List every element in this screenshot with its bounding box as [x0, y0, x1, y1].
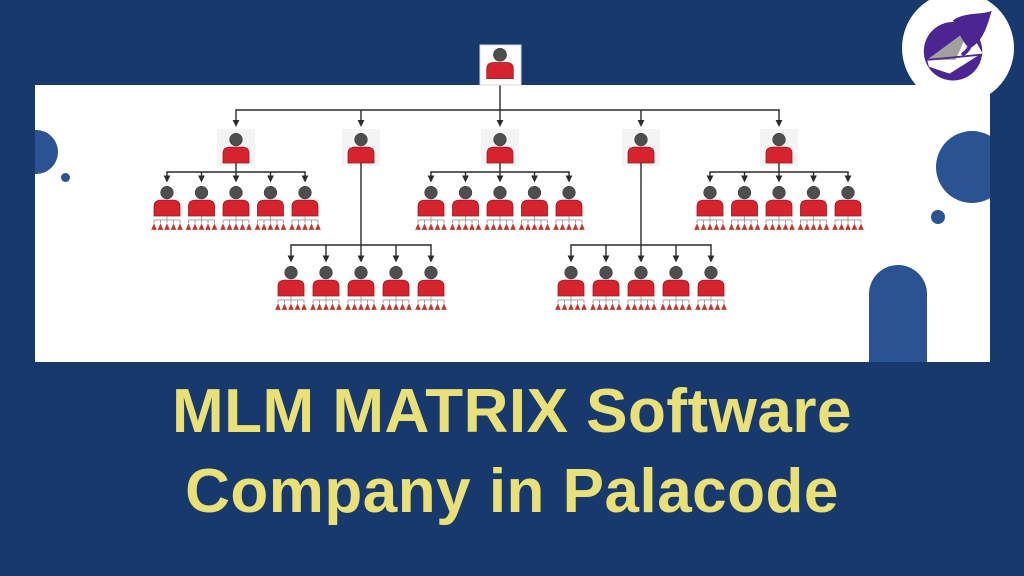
title-line-2: Company in Palacode [185, 457, 839, 526]
decor-dot-left [61, 173, 70, 182]
decor-half-circle-left [35, 130, 58, 174]
logo-background-circle [902, 0, 1014, 104]
banner-title: MLM MATRIX Software Company in Palacode [0, 372, 1024, 532]
company-logo-icon [923, 10, 992, 81]
decor-arch-right [869, 265, 927, 362]
decor-dot-right [931, 210, 945, 224]
decor-circle-right [936, 131, 990, 203]
title-line-1: MLM MATRIX Software [172, 377, 852, 446]
